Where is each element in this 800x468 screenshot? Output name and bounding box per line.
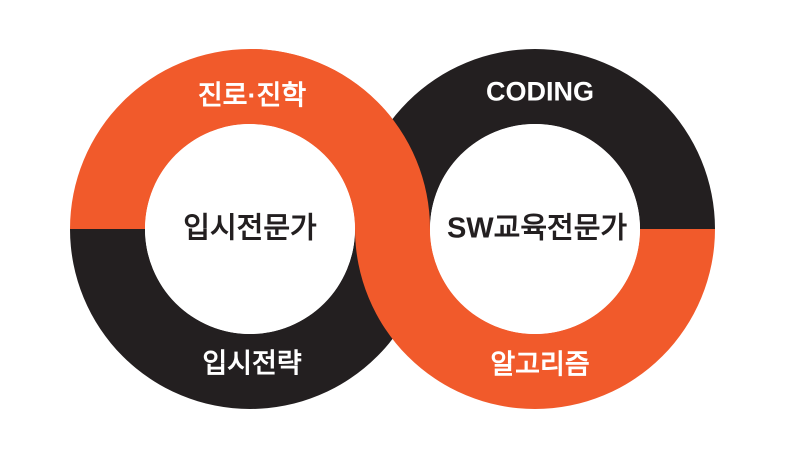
right-ring-top-label: CODING (486, 76, 594, 107)
right-ring-bottom-label: 알고리즘 (490, 349, 590, 380)
left-ring-bottom-segment (70, 229, 430, 409)
crossing-sweep (250, 49, 430, 229)
left-ring-hole (145, 124, 355, 334)
right-ring-bottom-segment (355, 229, 715, 409)
right-ring-top-segment (355, 49, 715, 229)
right-ring-hole (430, 124, 640, 334)
left-ring-top-label: 진로·진학 (197, 80, 307, 111)
left-ring-center-label: 입시전문가 (183, 212, 317, 245)
right-ring-center-label: SW교육전문가 (446, 212, 628, 245)
left-ring-bottom-label: 입시전략 (202, 348, 302, 379)
